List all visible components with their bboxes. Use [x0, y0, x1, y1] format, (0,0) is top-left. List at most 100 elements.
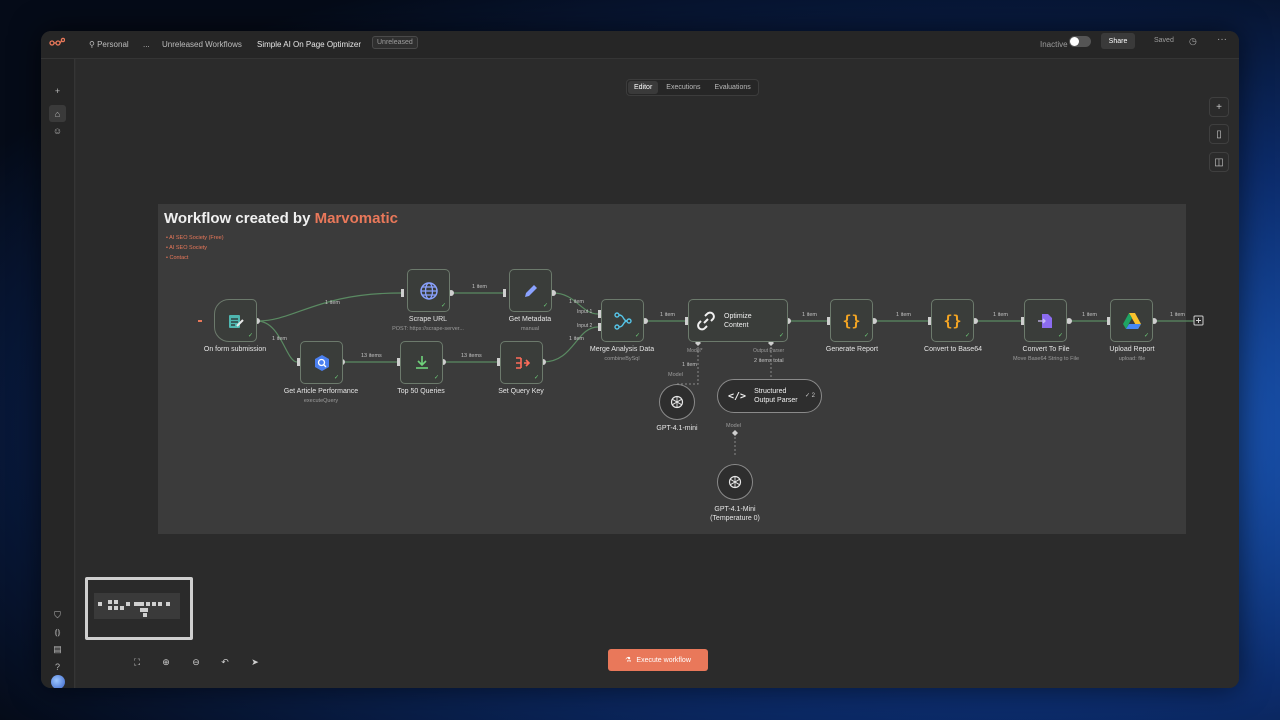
variables-icon[interactable]: ⦅⦆	[54, 627, 61, 637]
merge-input-2: Input 2	[577, 323, 593, 329]
help-icon[interactable]: ?	[54, 661, 60, 672]
tab-executions[interactable]: Executions	[666, 84, 701, 91]
bigquery-icon	[314, 354, 329, 371]
sticky-note-icon[interactable]: ▯	[1209, 124, 1229, 144]
fit-view-icon[interactable]: ⛶	[133, 656, 141, 667]
globe-icon	[419, 281, 438, 300]
node-merge-analysis-data[interactable]: ✓	[601, 299, 644, 342]
success-check-icon: ✓	[247, 333, 253, 339]
code-braces-icon: {}	[842, 311, 861, 330]
node-label: Get Article Performance	[283, 388, 359, 395]
node-label: Set Query Key	[498, 388, 544, 395]
add-node-icon[interactable]: +	[1209, 97, 1229, 117]
edge-label: 1 item	[896, 312, 911, 318]
node-set-query-key[interactable]: ✓	[500, 341, 543, 384]
node-label: Scrape URL	[408, 316, 448, 323]
success-check-icon: ✓	[964, 333, 970, 339]
node-scrape-url[interactable]: ✓	[407, 269, 450, 312]
zoom-in-icon[interactable]: ⊕	[162, 656, 170, 667]
port-label: Output Parser	[753, 348, 785, 354]
note-link-society[interactable]: AI SEO Society	[166, 243, 224, 253]
note-link-free[interactable]: AI SEO Society (Free)	[166, 233, 223, 243]
zoom-out-icon[interactable]: ⊖	[192, 656, 200, 667]
success-check-icon: ✓	[634, 333, 640, 339]
node-gpt-4-1-mini[interactable]	[659, 384, 695, 420]
node-label: Upload Report	[1109, 346, 1155, 353]
note-title: Workflow created by Marvomatic	[164, 210, 398, 227]
execute-workflow-button[interactable]: ⚗ Execute workflow	[608, 649, 708, 671]
edge-label: 1 item	[325, 300, 340, 306]
node-label: Get Metadata	[508, 316, 552, 323]
minimap[interactable]	[85, 577, 193, 640]
node-subtitle: POST: https://scrape-server...	[392, 326, 464, 332]
node-subtitle: combineBySql	[604, 356, 640, 362]
view-tabs: Editor Executions Evaluations	[626, 79, 759, 96]
tab-editor[interactable]: Editor	[628, 81, 659, 94]
edge-metadata-merge	[552, 292, 599, 315]
node-top-50-queries[interactable]: ✓	[400, 341, 443, 384]
edge-label: 13 items	[361, 353, 382, 359]
node-optimize-content[interactable]: Optimize Content ✓	[688, 299, 788, 342]
more-options-icon[interactable]: ···	[1217, 34, 1227, 45]
node-generate-report[interactable]: {} ✓	[830, 299, 873, 342]
edge-label: 1 item	[682, 362, 697, 368]
node-structured-output-parser[interactable]: </> Structured Output Parser ✓ 2	[717, 379, 822, 413]
flask-icon: ⚗	[625, 657, 632, 664]
node-upload-report[interactable]: ✓	[1110, 299, 1153, 342]
openai-icon	[670, 395, 684, 409]
select-cursor-icon[interactable]: ➤	[251, 656, 259, 667]
note-link-contact[interactable]: Contact	[166, 253, 224, 263]
edge-label: 1 item	[472, 284, 487, 290]
history-icon[interactable]: ◷	[1189, 36, 1197, 46]
node-subtitle: upload: file	[1118, 356, 1146, 362]
node-gpt-4-1-mini-temp0[interactable]	[717, 464, 753, 500]
avatar[interactable]	[51, 675, 65, 688]
edge-label: 2 items total	[754, 358, 784, 364]
templates-icon[interactable]: ⛉	[54, 610, 61, 620]
workflow-tag[interactable]: Unreleased	[372, 36, 418, 49]
node-label: Optimize Content	[724, 312, 752, 329]
add-icon[interactable]: +	[54, 85, 61, 96]
success-check-icon: ✓	[1143, 333, 1149, 339]
edge-form-scrape	[256, 292, 402, 322]
share-button[interactable]: Share	[1101, 33, 1135, 49]
workflow-canvas[interactable]: Editor Executions Evaluations + ▯ ◫ Work…	[76, 59, 1239, 688]
panel-toggle-icon[interactable]: ◫	[1209, 152, 1229, 172]
n8n-logo[interactable]	[49, 37, 65, 49]
insights-icon[interactable]: ▤	[53, 644, 62, 654]
edge-setkey-merge	[542, 326, 599, 363]
note-links: AI SEO Society (Free) AI SEO Society Con…	[166, 233, 224, 263]
tab-evaluations[interactable]: Evaluations	[714, 84, 751, 91]
undo-icon[interactable]: ↶	[221, 656, 229, 667]
active-toggle[interactable]	[1069, 36, 1091, 47]
minimap-viewport	[94, 593, 180, 619]
node-subtitle: manual	[520, 326, 540, 332]
workflow-title[interactable]: Simple AI On Page Optimizer	[257, 40, 362, 49]
edge-label: 1 item	[1170, 312, 1185, 318]
merge-icon	[613, 311, 632, 330]
success-check-icon: ✓	[542, 303, 548, 309]
node-get-metadata[interactable]: ✓	[509, 269, 552, 312]
workflow-edges	[198, 289, 1204, 457]
node-convert-to-file[interactable]: ✓	[1024, 299, 1067, 342]
port-label: Model*	[687, 348, 703, 354]
edge-label: 1 item	[802, 312, 817, 318]
node-label: GPT-4.1-mini	[656, 425, 698, 432]
node-convert-to-base64[interactable]: {} ✓	[931, 299, 974, 342]
node-label: Top 50 Queries	[397, 388, 445, 395]
node-form-trigger[interactable]: ✓	[214, 299, 257, 342]
node-get-article-performance[interactable]: ✓	[300, 341, 343, 384]
edge-label: 13 items	[461, 353, 482, 359]
sidebar: + ⌂ ☺ ⛉ ⦅⦆ ▤ ? ♫	[41, 59, 75, 688]
breadcrumb-ellipsis[interactable]: ...	[143, 40, 150, 49]
home-icon[interactable]: ⌂	[49, 105, 66, 122]
breadcrumb-folder[interactable]: Unreleased Workflows	[162, 40, 242, 49]
success-count: ✓ 2	[804, 393, 815, 399]
add-next-node-icon	[1193, 315, 1204, 326]
file-convert-icon	[1037, 313, 1052, 328]
breadcrumb-personal[interactable]: ⚲ Personal	[89, 40, 129, 49]
port-label: Model	[726, 423, 741, 429]
user-icon[interactable]: ☺	[52, 125, 63, 136]
node-label: Merge Analysis Data	[589, 346, 655, 353]
success-check-icon: ✓	[533, 375, 539, 381]
